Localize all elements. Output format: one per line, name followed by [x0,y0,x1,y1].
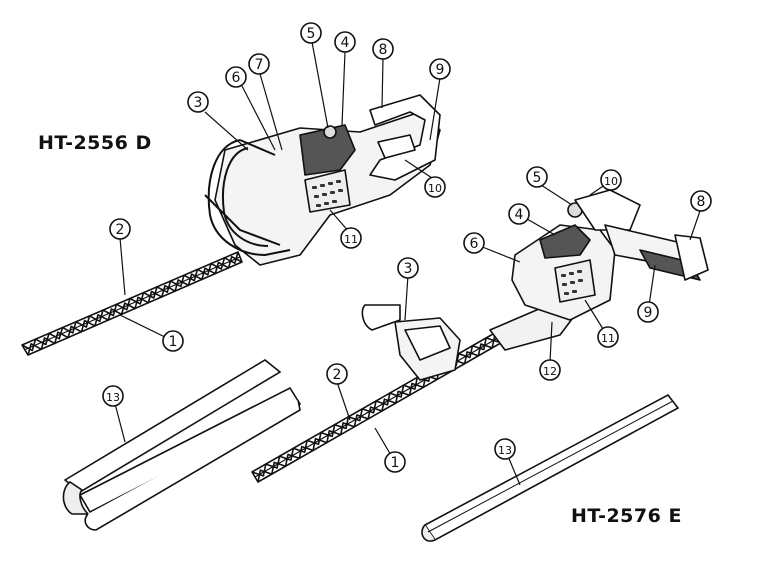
left-front-handle [204,139,291,256]
callout-left-9-label: 9 [436,62,445,78]
callout-left-6: 6 [225,66,247,88]
callout-left-3-label: 3 [194,95,203,111]
callout-left-4-label: 4 [341,35,350,51]
model-label-ht2576e: HT-2576 E [571,505,682,527]
callout-right-8-label: 8 [697,194,706,210]
callout-left-8-label: 8 [379,42,388,58]
right-engine [511,202,616,321]
trimmer-ht2576e [251,189,709,483]
callout-sheaths-13-label: 13 [106,391,120,404]
callout-left-7-label: 7 [255,57,264,73]
callout-left-9: 9 [429,58,451,80]
left-rear-handle [369,94,441,181]
callout-left-1-label: 1 [169,334,178,350]
callout-left-1: 1 [162,330,184,352]
callout-right-10: 10 [600,169,622,191]
callout-left-5-label: 5 [307,26,316,42]
callout-right-4-label: 4 [515,207,524,223]
callout-right-8: 8 [690,190,712,212]
callout-left-2-label: 2 [116,222,125,238]
left-sheath [62,359,302,531]
callout-sheaths-13: 13 [102,385,124,407]
callout-right-6-label: 6 [470,236,479,252]
callout-right-11-label: 11 [601,332,615,345]
callout-right-4: 4 [508,203,530,225]
callout-right-12: 12 [539,359,561,381]
callout-right-12-label: 12 [543,365,557,378]
callout-left-10-label: 10 [428,182,442,195]
callout-right-2: 2 [326,363,348,385]
right-rear-handle [574,189,709,281]
callout-sheaths-13-label: 13 [498,444,512,457]
callout-right-1-label: 1 [391,455,400,471]
callout-left-11: 11 [340,227,362,249]
callout-right-1: 1 [384,451,406,473]
callout-left-4: 4 [334,31,356,53]
right-front-handle [361,304,461,381]
callout-left-5: 5 [300,22,322,44]
callout-right-11: 11 [597,326,619,348]
callout-left-3: 3 [187,91,209,113]
callout-sheaths-13: 13 [494,438,516,460]
callout-left-11-label: 11 [344,233,358,246]
callout-right-2-label: 2 [333,367,342,383]
right-sheath [421,393,680,542]
callout-right-10-label: 10 [604,175,618,188]
callout-right-3-label: 3 [404,261,413,277]
callout-right-9-label: 9 [644,305,653,321]
left-blade [21,251,243,356]
callout-right-9: 9 [637,301,659,323]
callout-left-2: 2 [109,218,131,240]
callout-right-5: 5 [526,166,548,188]
callout-right-6: 6 [463,232,485,254]
callout-left-6-label: 6 [232,70,241,86]
callout-right-3: 3 [397,257,419,279]
callout-left-10: 10 [424,176,446,198]
trimmer-ht2556d [21,94,441,356]
callout-left-7: 7 [248,53,270,75]
model-label-ht2556d: HT-2556 D [38,132,152,154]
callout-right-5-label: 5 [533,170,542,186]
callout-left-8: 8 [372,38,394,60]
